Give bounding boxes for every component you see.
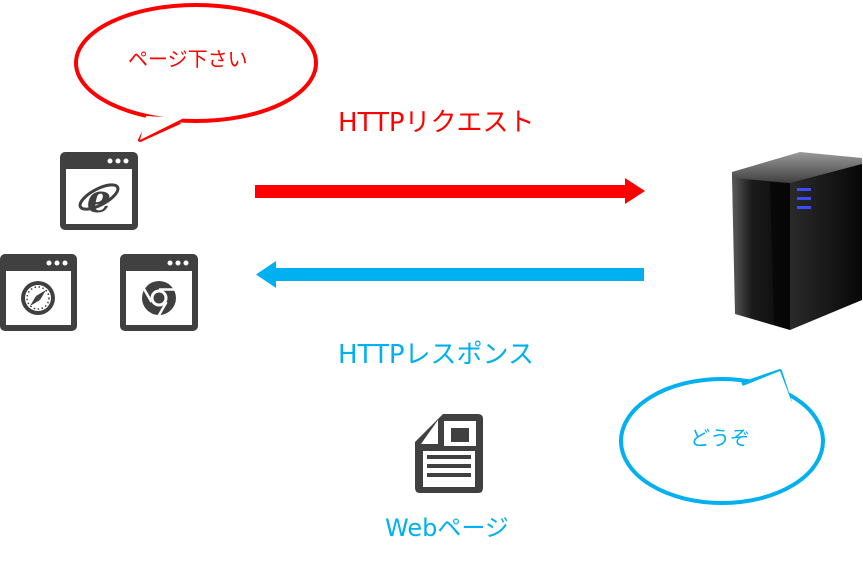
request-label: HTTPリクエスト (338, 108, 535, 138)
internet-explorer-icon: e (78, 176, 120, 221)
server-bubble-text: どうぞ (690, 426, 750, 450)
server-tower-icon (732, 152, 862, 330)
chrome-icon (142, 281, 176, 317)
request-arrow (255, 178, 645, 204)
server-speech-bubble (619, 369, 825, 505)
client-bubble-text: ページ下さい (128, 47, 248, 71)
document-caption: Webページ (385, 514, 509, 542)
document-icon (415, 414, 483, 493)
client-speech-bubble (74, 3, 318, 142)
response-arrow (256, 261, 644, 288)
browser-window-safari (0, 254, 77, 331)
svg-text:e: e (87, 176, 111, 221)
browser-window-chrome (120, 254, 198, 331)
response-label: HTTPレスポンス (338, 340, 535, 370)
safari-compass-icon (21, 281, 55, 315)
browser-window-ie: e (60, 152, 138, 230)
